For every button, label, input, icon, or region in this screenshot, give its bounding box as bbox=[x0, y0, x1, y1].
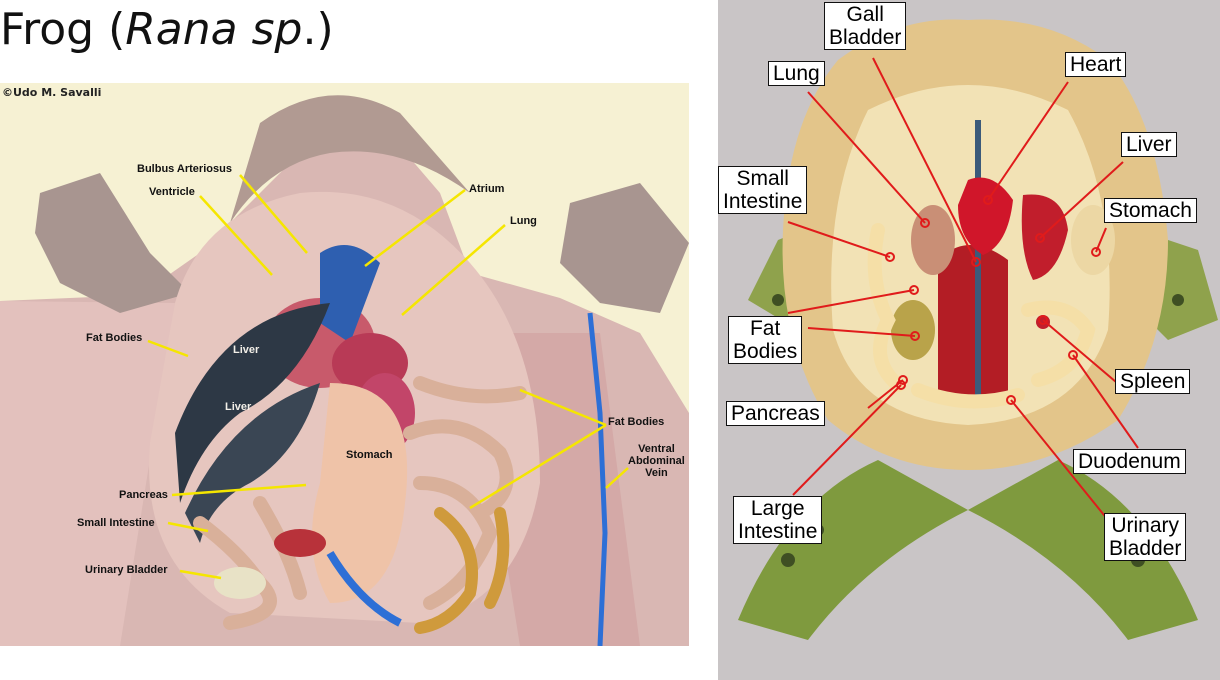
label-spleen: Spleen bbox=[1115, 369, 1191, 394]
label-small-intestine-model: Small Intestine bbox=[718, 166, 808, 214]
dissection-illustration bbox=[0, 95, 689, 646]
label-liver-top: Liver bbox=[233, 344, 260, 356]
label-heart: Heart bbox=[1065, 52, 1127, 77]
label-stomach-model: Stomach bbox=[1104, 198, 1197, 223]
label-lung-model: Lung bbox=[768, 61, 825, 86]
label-ventricle: Ventricle bbox=[149, 186, 195, 198]
label-urinary-bladder: Urinary Bladder bbox=[85, 564, 168, 576]
label-lung: Lung bbox=[510, 215, 537, 227]
label-bulbus-arteriosus: Bulbus Arteriosus bbox=[137, 163, 232, 175]
label-gall-bladder: Gall Bladder bbox=[824, 2, 907, 50]
label-ventral-abdominal-vein: Ventral Abdominal Vein bbox=[628, 443, 685, 479]
label-pancreas-model: Pancreas bbox=[726, 401, 825, 426]
dissection-photo: ©Udo M. Savalli Bulbus Arteriosus Ventri… bbox=[0, 83, 689, 646]
label-fat-bodies-model: Fat Bodies bbox=[728, 316, 803, 364]
label-urinary-bladder-model: Urinary Bladder bbox=[1104, 513, 1187, 561]
page-title: Frog (Rana sp.) bbox=[0, 4, 334, 55]
label-fat-bodies-right: Fat Bodies bbox=[608, 416, 665, 428]
label-fat-bodies-left: Fat Bodies bbox=[86, 332, 143, 344]
frog-model-photo: Gall Bladder Lung Heart Liver Small Inte… bbox=[718, 0, 1220, 680]
label-duodenum: Duodenum bbox=[1073, 449, 1186, 474]
label-liver-model: Liver bbox=[1121, 132, 1177, 157]
model-illustration bbox=[738, 19, 1218, 640]
label-liver-bottom: Liver bbox=[225, 401, 252, 413]
label-stomach: Stomach bbox=[346, 449, 393, 461]
label-atrium: Atrium bbox=[469, 183, 505, 195]
label-large-intestine: Large Intestine bbox=[733, 496, 823, 544]
label-pancreas: Pancreas bbox=[119, 489, 168, 501]
label-small-intestine: Small Intestine bbox=[77, 517, 155, 529]
photo-credit: ©Udo M. Savalli bbox=[2, 86, 102, 99]
